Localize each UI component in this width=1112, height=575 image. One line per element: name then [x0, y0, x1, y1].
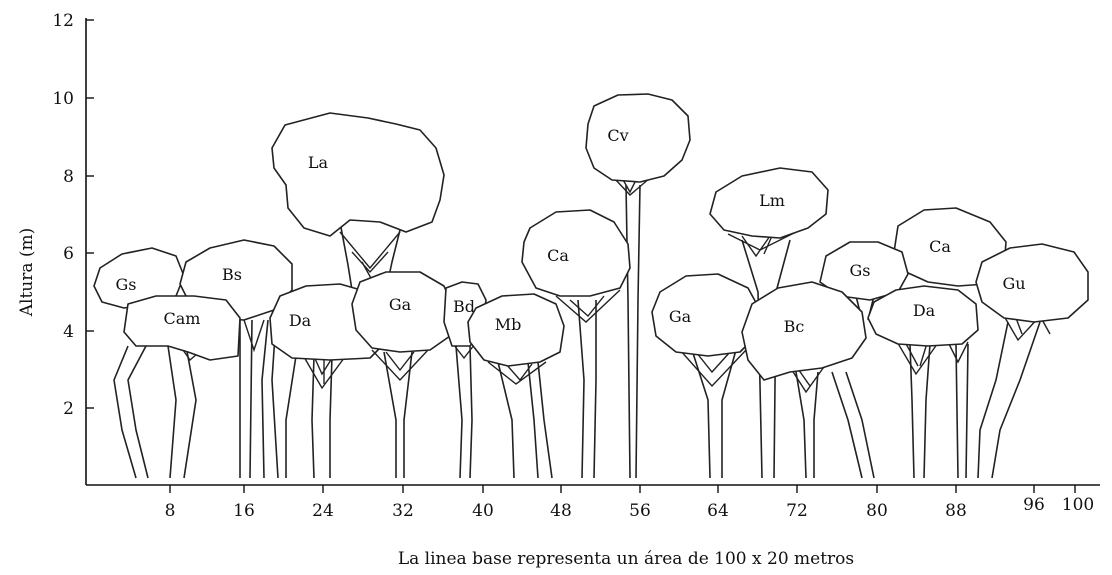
tree-trunk [796, 372, 874, 478]
tree-crown [586, 94, 690, 182]
tree-ga-2: Ga [652, 274, 760, 478]
baseline-caption: La linea base representa un área de 100 … [398, 549, 854, 569]
x-tick-label: 40 [472, 501, 494, 521]
tree-mb: Mb [468, 294, 564, 478]
tree-trunk [456, 346, 472, 478]
tree-label: Bs [222, 265, 242, 284]
tree-label: Cv [607, 126, 628, 145]
x-tick-label: 48 [550, 501, 572, 521]
y-tick-label: 12 [52, 11, 74, 31]
y-tick-label: 6 [63, 244, 74, 264]
tree-label: Gs [850, 261, 871, 280]
tree-label: Gu [1002, 274, 1025, 293]
x-tick-label: 16 [233, 501, 255, 521]
tree-label: Ga [669, 307, 692, 326]
x-tick-label: 8 [165, 501, 176, 521]
tree-label: La [308, 153, 329, 172]
x-tick-label: 64 [707, 501, 729, 521]
x-tick-label: 80 [866, 501, 888, 521]
x-tick-label: 32 [392, 501, 414, 521]
y-tick-label: 10 [52, 89, 74, 109]
tree-trunk [498, 362, 552, 478]
tree-da-2: Da [868, 286, 978, 478]
tree-crown [272, 113, 444, 236]
y-axis-ticks: 2 4 6 8 10 12 [52, 11, 94, 419]
tree-label: Gs [116, 275, 137, 294]
tree-bs: Bs [180, 240, 292, 478]
tree-label: Ga [389, 295, 412, 314]
y-tick-label: 8 [63, 167, 74, 187]
tree-gu: Gu [976, 244, 1088, 478]
tree-crown [522, 210, 630, 296]
x-tick-label: 88 [945, 501, 967, 521]
tree-label: Da [289, 311, 312, 330]
tree-trunk [910, 344, 968, 478]
tree-label: Cam [164, 309, 201, 328]
x-axis-ticks: 8 16 24 32 40 48 56 64 72 80 88 96 100 [165, 485, 1095, 521]
x-tick-label: 96 [1023, 495, 1045, 515]
x-tick-label: 56 [629, 501, 651, 521]
y-tick-label: 4 [63, 322, 74, 342]
tree-trunk [286, 356, 332, 478]
tree-crown [124, 296, 240, 360]
tree-label: Da [913, 301, 936, 320]
tree-branches [372, 350, 428, 380]
tree-trunk [114, 346, 196, 478]
tree-label: Bc [784, 317, 805, 336]
tree-branches [244, 320, 264, 350]
tree-label: Ca [547, 246, 569, 265]
tree-label: Bd [453, 297, 475, 316]
tree-trunk [578, 300, 596, 478]
x-tick-label: 24 [312, 501, 334, 521]
x-tick-label: 72 [786, 501, 808, 521]
tree-label: Ca [929, 237, 951, 256]
x-tick-label: 100 [1062, 495, 1094, 515]
tree-trunk [626, 185, 640, 478]
y-tick-label: 2 [63, 399, 74, 419]
tree-cam: Cam [114, 296, 240, 478]
tree-label: Mb [495, 315, 522, 334]
tree-ga-1: Ga [352, 272, 454, 478]
tree-label: Lm [759, 191, 785, 210]
tree-trunk [978, 322, 1040, 478]
y-axis-title: Altura (m) [17, 228, 37, 318]
tree-la: La [272, 113, 444, 290]
